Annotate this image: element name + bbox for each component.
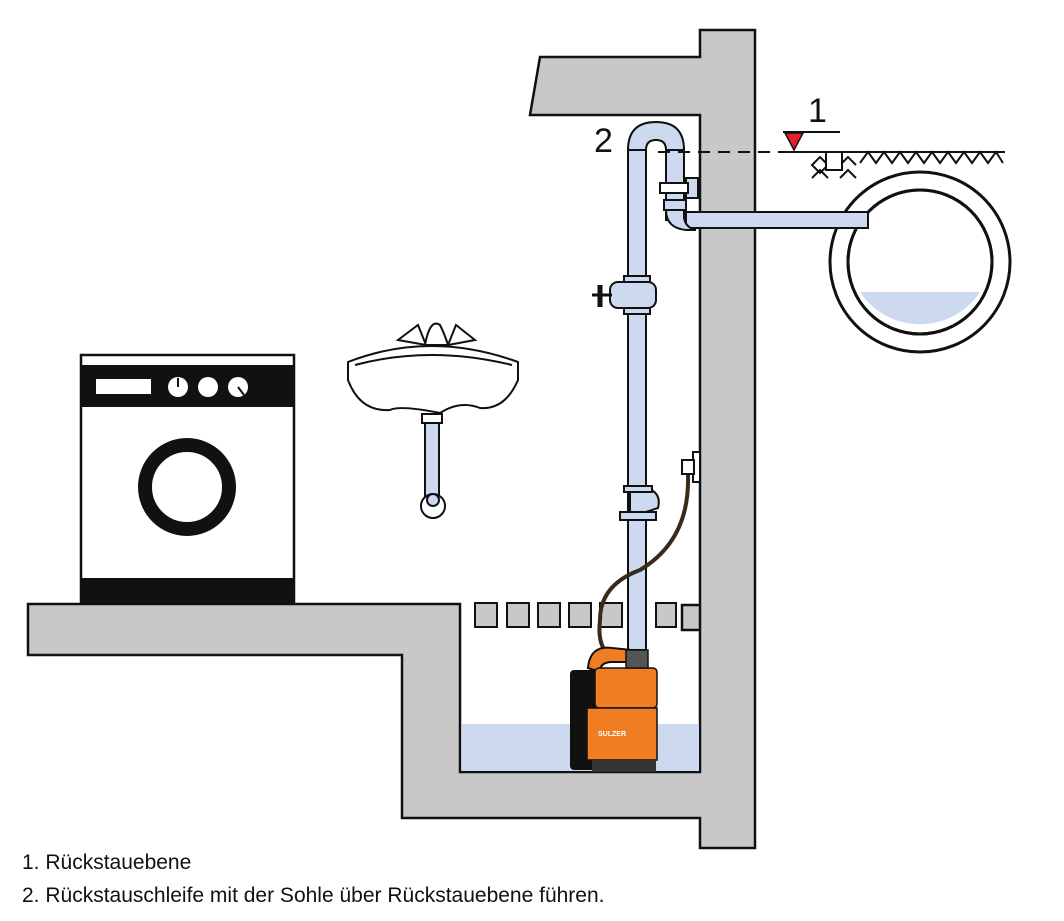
marker-1-label: 1 bbox=[808, 92, 827, 130]
check-valve bbox=[619, 485, 660, 521]
power-cable bbox=[597, 451, 701, 662]
sewer-pipe bbox=[828, 170, 1012, 354]
submersible-pump: SULZER bbox=[570, 646, 658, 772]
caption-1: 1. Rückstauebene bbox=[22, 851, 192, 874]
floor-blocks bbox=[474, 602, 677, 628]
shutoff-valve bbox=[592, 275, 657, 315]
wash-basin bbox=[347, 322, 519, 519]
washing-machine bbox=[79, 353, 296, 604]
outlet-pipe bbox=[685, 211, 869, 229]
building-wall bbox=[26, 28, 757, 850]
pump-brand-label: SULZER bbox=[598, 731, 626, 738]
caption-2: 2. Rückstauschleife mit der Sohle über R… bbox=[22, 884, 605, 907]
marker-2-label: 2 bbox=[594, 122, 613, 160]
sewer-inlet bbox=[825, 151, 843, 171]
backflow-level-marker: 1 bbox=[783, 92, 840, 152]
ground-surface bbox=[780, 150, 1005, 179]
